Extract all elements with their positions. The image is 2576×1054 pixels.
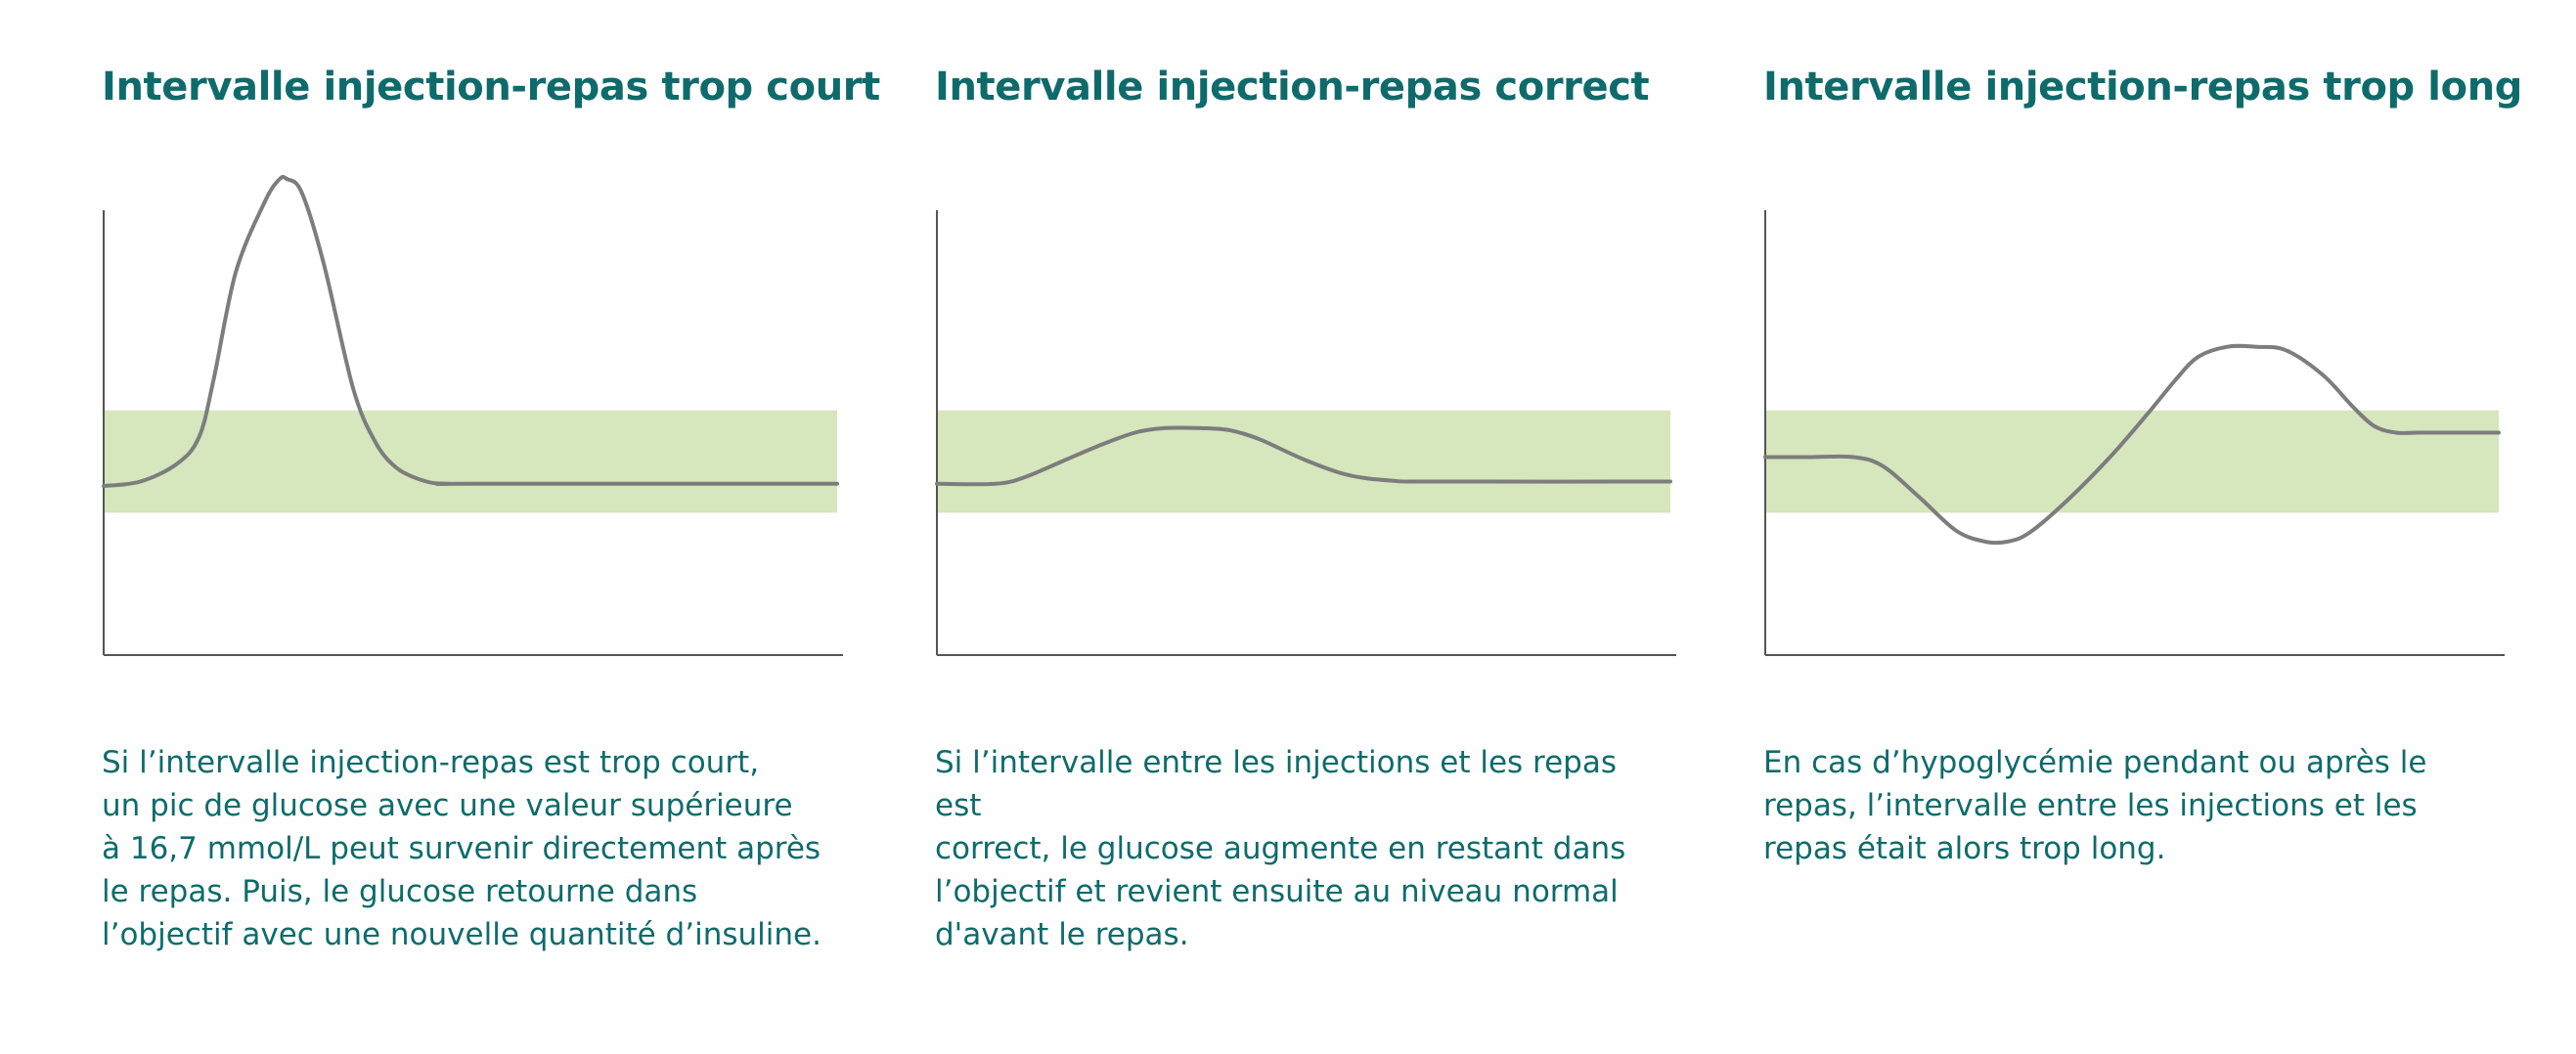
target-range-band (104, 410, 837, 513)
glucose-curve (102, 174, 839, 489)
chart-title: Intervalle injection-repas correct (935, 65, 1650, 110)
glucose-chart (102, 174, 843, 656)
glucose-curve (935, 425, 1672, 487)
chart-panel-short-interval: Intervalle injection-repas trop court Si… (102, 0, 880, 1054)
chart-panel-long-interval: Intervalle injection-repas trop long En … (1763, 0, 2522, 1054)
glucose-chart (1763, 210, 2505, 656)
chart-title: Intervalle injection-repas trop court (102, 65, 880, 110)
chart-panel-correct-interval: Intervalle injection-repas correct Si l’… (935, 0, 1678, 1054)
chart-description: En cas d’hypoglycémie pendant ou après l… (1763, 745, 2427, 866)
glucose-curve (1763, 343, 2501, 546)
chart-title: Intervalle injection-repas trop long (1763, 65, 2523, 110)
glucose-chart (935, 210, 1676, 656)
target-range-band (937, 410, 1670, 513)
chart-description: Si l’intervalle entre les injections et … (935, 745, 1626, 952)
chart-description: Si l’intervalle injection-repas est trop… (102, 745, 822, 952)
